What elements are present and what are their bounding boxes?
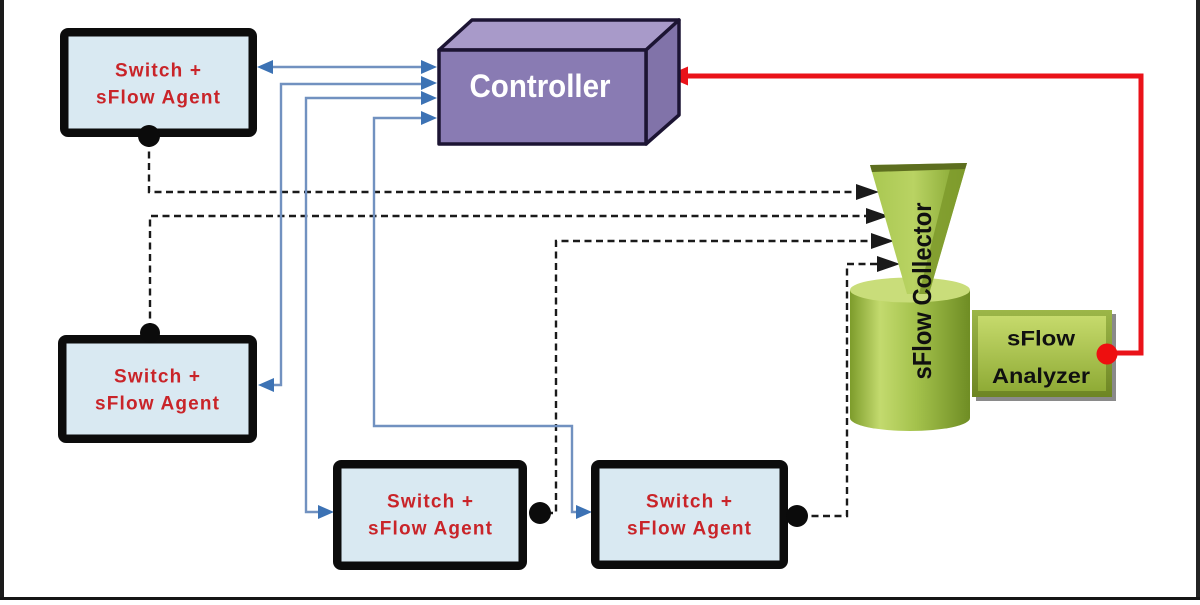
svg-text:Switch +: Switch + bbox=[115, 61, 201, 82]
svg-text:Analyzer: Analyzer bbox=[992, 365, 1090, 388]
svg-text:sFlow Collector: sFlow Collector bbox=[907, 203, 937, 380]
svg-text:sFlow Agent: sFlow Agent bbox=[627, 519, 752, 540]
svg-text:sFlow Agent: sFlow Agent bbox=[96, 88, 221, 109]
svg-text:Switch +: Switch + bbox=[387, 492, 473, 513]
svg-text:sFlow: sFlow bbox=[1007, 328, 1076, 351]
svg-text:Controller: Controller bbox=[470, 68, 611, 104]
svg-text:sFlow Agent: sFlow Agent bbox=[368, 519, 493, 540]
svg-text:Switch +: Switch + bbox=[646, 492, 732, 513]
svg-text:sFlow Agent: sFlow Agent bbox=[95, 394, 220, 415]
svg-text:Switch +: Switch + bbox=[114, 367, 200, 388]
